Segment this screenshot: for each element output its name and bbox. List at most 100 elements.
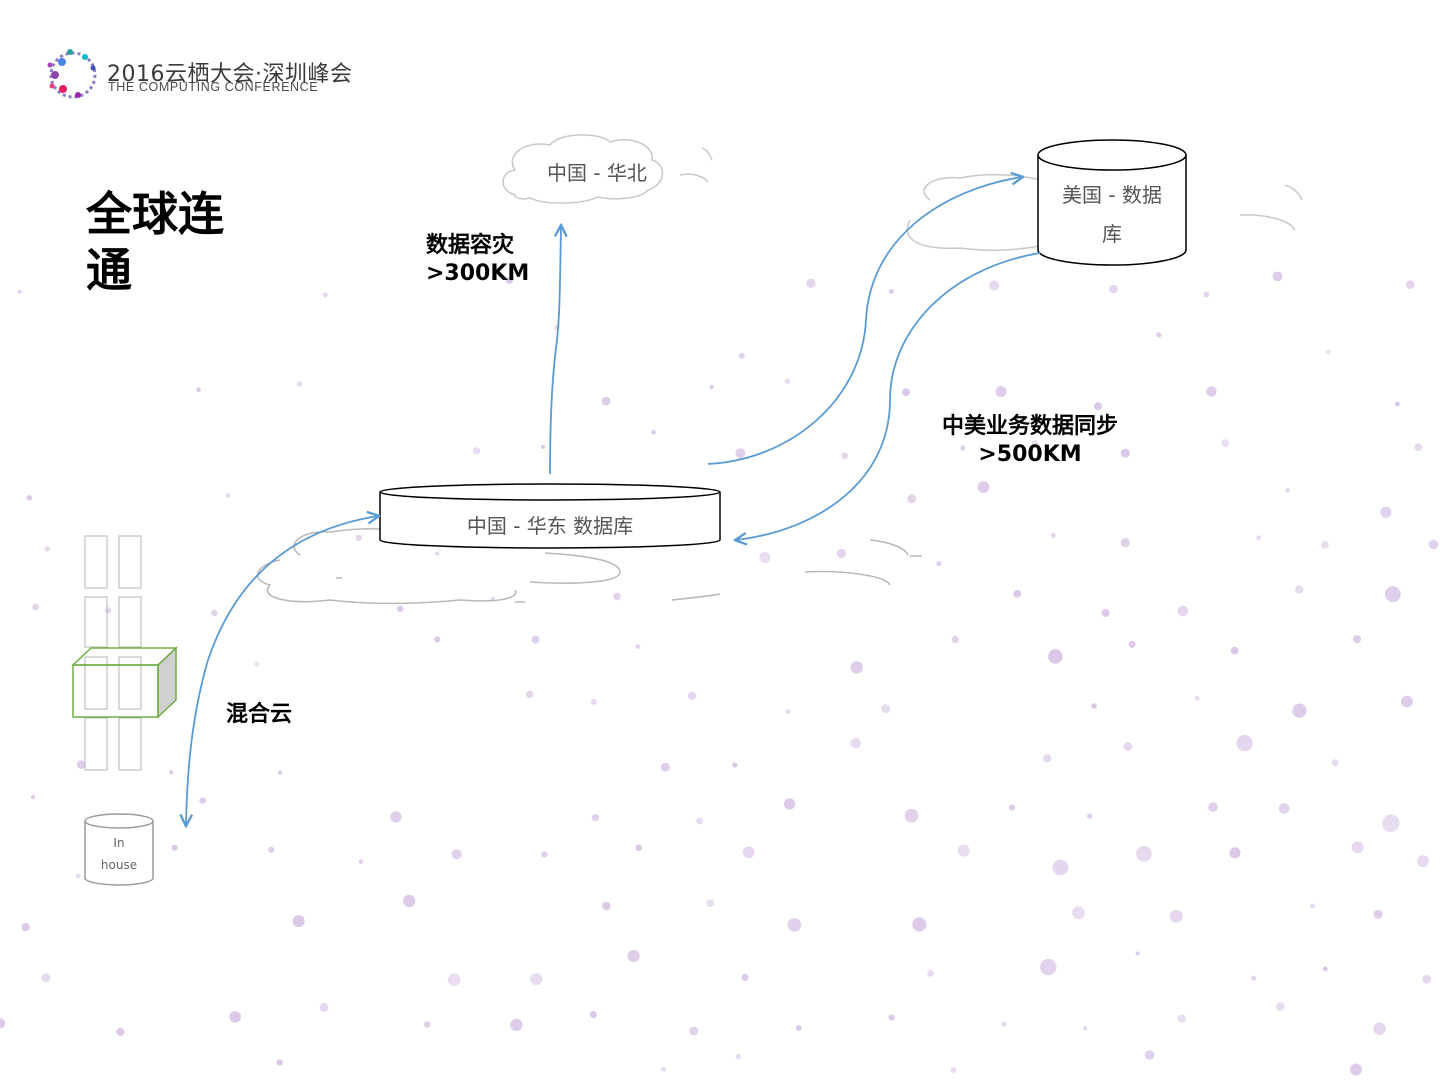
background-dot	[1353, 635, 1361, 644]
background-dot	[1008, 804, 1016, 811]
background-dot	[276, 1059, 283, 1066]
background-dot	[1278, 803, 1290, 814]
background-dot	[1384, 586, 1401, 603]
conference-title: 2016云栖大会·深圳峰会	[107, 62, 353, 87]
background-dot	[396, 605, 404, 613]
north-china-label: 中国 - 华北	[547, 161, 647, 185]
background-dot	[881, 704, 891, 714]
background-dot	[806, 278, 816, 288]
disaster-recovery-label: 数据容灾 >300KM	[426, 232, 529, 288]
background-dot	[795, 1025, 802, 1031]
background-dot	[277, 770, 283, 775]
sync-arrow-to-china	[736, 252, 1041, 540]
background-dot	[661, 1066, 667, 1072]
sync-arrow-to-us	[707, 177, 1022, 465]
background-dot	[1072, 906, 1085, 920]
inhouse-label-line1: In	[113, 836, 125, 850]
background-dot	[30, 794, 36, 800]
sync-label-line2: >500KM	[978, 442, 1082, 467]
background-dot	[1380, 506, 1392, 518]
background-dot	[1177, 1014, 1187, 1023]
background-dot	[1422, 974, 1432, 984]
background-dot	[1001, 1021, 1007, 1027]
background-dot	[1236, 735, 1253, 752]
background-dot	[1135, 951, 1140, 956]
background-dot	[225, 493, 231, 498]
background-dot	[709, 384, 714, 390]
background-dot	[1123, 742, 1133, 751]
background-dot	[960, 445, 966, 451]
background-dot	[850, 661, 863, 674]
background-dot	[907, 494, 917, 504]
background-dot	[1043, 754, 1052, 763]
background-dot	[1310, 903, 1315, 909]
background-dot	[1109, 284, 1118, 294]
hybrid-cloud-arrow	[186, 516, 378, 825]
background-dot	[1275, 1002, 1285, 1012]
background-dot	[836, 548, 847, 559]
background-dot	[75, 873, 81, 879]
background-dot	[1295, 585, 1304, 594]
hybrid-cloud-label: 混合云	[226, 702, 293, 727]
disaster-recovery-label-line2: >300KM	[426, 261, 530, 286]
background-dot	[1050, 532, 1056, 539]
us-db-label-line1: 美国 - 数据	[1062, 183, 1162, 207]
server-box-icon	[71, 646, 178, 719]
background-dot	[1230, 646, 1239, 655]
background-dot	[434, 551, 440, 556]
background-dot	[434, 636, 441, 643]
background-dot	[211, 609, 218, 617]
background-dot	[196, 387, 201, 393]
background-dot	[510, 1018, 523, 1032]
background-dot	[1272, 271, 1283, 282]
background-dot	[1331, 759, 1339, 767]
background-dot	[1322, 966, 1328, 972]
background-dot	[735, 1053, 742, 1060]
background-dot	[1128, 640, 1136, 648]
background-dot	[451, 849, 462, 860]
background-dot	[104, 607, 112, 614]
background-dot	[936, 560, 942, 567]
inhouse-label-line2: house	[100, 858, 138, 872]
background-dot	[168, 770, 174, 775]
background-dot	[32, 603, 39, 611]
background-dot	[1401, 695, 1413, 708]
background-dot	[292, 915, 305, 928]
background-dot	[1326, 349, 1331, 355]
background-dot	[1052, 859, 1069, 876]
background-dot	[841, 452, 849, 460]
background-dot	[530, 973, 543, 986]
background-dots	[0, 271, 1439, 1076]
background-dot	[355, 534, 362, 541]
background-dot	[1417, 855, 1429, 868]
background-dot	[1144, 1050, 1155, 1060]
background-dot	[1091, 703, 1097, 709]
background-dot	[1256, 535, 1262, 541]
background-dot	[1120, 448, 1130, 458]
background-dot	[904, 808, 919, 823]
background-dot	[785, 709, 791, 714]
background-dot	[706, 899, 715, 908]
background-dot	[1395, 401, 1400, 407]
background-dot	[1013, 590, 1022, 598]
background-dot	[635, 644, 641, 649]
page-title: 全球连通	[86, 187, 224, 297]
disaster-recovery-arrow	[549, 226, 561, 475]
conference-logo-icon	[47, 49, 97, 99]
background-dot	[358, 859, 363, 864]
background-dot	[526, 690, 534, 699]
sync-label-line1: 中美业务数据同步	[941, 414, 1118, 439]
background-dot	[1373, 909, 1383, 919]
background-dot	[1285, 488, 1291, 493]
background-dot	[229, 1011, 241, 1023]
background-dot	[1350, 1063, 1362, 1076]
background-dot	[902, 388, 910, 397]
server-rack	[84, 535, 142, 771]
background-dot	[735, 448, 746, 459]
background-dot	[1208, 802, 1218, 812]
background-dot	[1177, 605, 1189, 617]
background-dot	[506, 276, 513, 284]
background-dot	[696, 817, 704, 825]
background-dot	[850, 737, 861, 749]
